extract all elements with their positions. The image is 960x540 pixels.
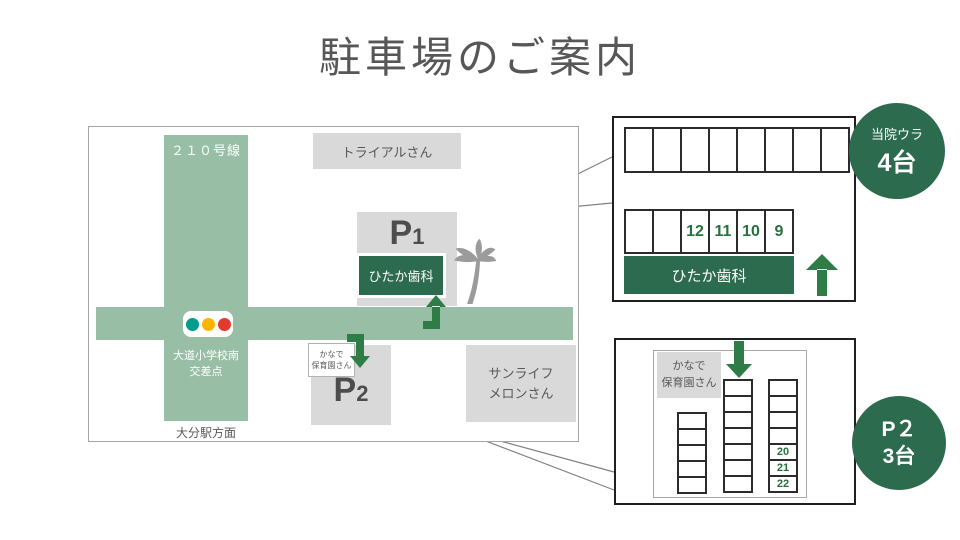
hitaka-clinic-block: ひたか歯科	[356, 253, 446, 298]
parking-space	[677, 476, 707, 494]
parking-space	[820, 127, 850, 173]
parking-space	[723, 475, 753, 493]
parking-space-9: 9	[764, 209, 794, 254]
parking-space	[624, 209, 654, 254]
parking-space-10: 10	[736, 209, 766, 254]
hitaka-clinic-bar: ひたか歯科	[624, 256, 794, 294]
parking-space-12: 12	[680, 209, 710, 254]
back-lot-badge: 当院ウラ 4台	[849, 103, 945, 199]
parking-space	[708, 127, 738, 173]
p1-number: 1	[412, 224, 425, 249]
p2-column-left	[677, 412, 707, 494]
p2-lot-outline	[653, 350, 807, 498]
parking-space-11: 11	[708, 209, 738, 254]
parking-space-22: 22	[768, 475, 798, 493]
parking-space	[652, 127, 682, 173]
p1-letter: P	[389, 214, 413, 252]
parking-space-20: 20	[768, 443, 798, 461]
p2-number: 2	[356, 381, 369, 406]
intersection-label: 大道小学校南 交差点	[173, 350, 239, 378]
p2-letter: P	[333, 371, 357, 409]
sunlife-melon-block: サンライフ メロンさん	[466, 345, 576, 422]
back-lot-row-lower: 12 11 10 9	[624, 209, 794, 254]
area-map: ２１０号線 トライアルさん P1 ひたか歯科 大道小学校南	[88, 126, 579, 442]
traffic-light-icon	[183, 311, 233, 337]
entry-up-arrow-icon	[806, 254, 838, 296]
trial-store-block: トライアルさん	[313, 133, 461, 169]
detail-p2-lot: かなで 保育園さん 20 21 2	[614, 338, 856, 505]
route-210-road	[164, 135, 248, 421]
traffic-light-green	[185, 317, 199, 331]
page-title: 駐車場のご案内	[318, 36, 641, 82]
parking-space	[792, 127, 822, 173]
parking-space	[680, 127, 710, 173]
traffic-light-red	[217, 317, 231, 331]
p2-entry-arrow-icon	[347, 334, 370, 368]
traffic-light-yellow	[201, 317, 215, 331]
p2-lot-badge: P２ 3台	[852, 396, 946, 490]
p2-column-right: 20 21 22	[768, 379, 798, 493]
back-lot-row-upper	[624, 127, 850, 173]
station-direction-label: 大分駅方面	[175, 426, 236, 440]
p2-column-middle	[723, 379, 753, 493]
main-road	[96, 307, 573, 340]
kanade-nursery-label: かなで 保育園さん	[657, 352, 721, 398]
detail-back-lot: 12 11 10 9 ひたか歯科	[612, 116, 856, 302]
parking-space	[624, 127, 654, 173]
palm-tree-icon	[454, 238, 497, 304]
route-210-label: ２１０号線	[170, 143, 241, 158]
p1-entry-arrow-icon	[423, 295, 446, 329]
parking-space	[736, 127, 766, 173]
parking-space	[652, 209, 682, 254]
parking-space	[764, 127, 794, 173]
entry-down-arrow-icon	[726, 341, 752, 378]
